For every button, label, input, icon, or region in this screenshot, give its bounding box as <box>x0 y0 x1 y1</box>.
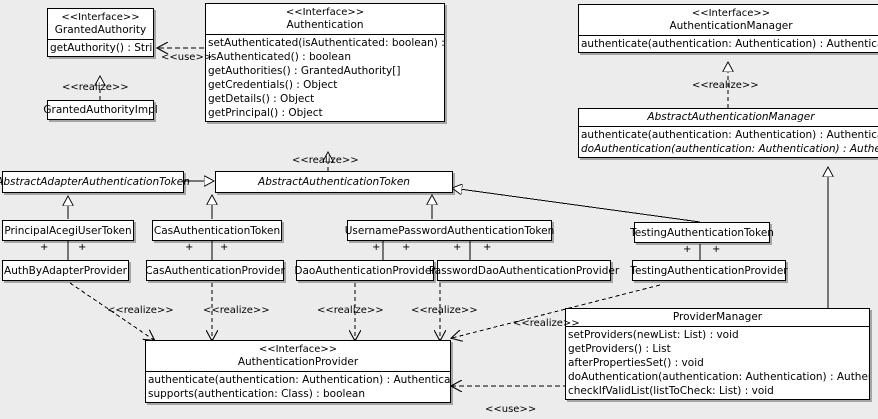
class-principal-acegi-user-token[interactable]: PrincipalAcegiUserToken <box>2 220 134 241</box>
class-header: ProviderManager <box>566 309 869 326</box>
assoc-marker-plus: + <box>78 242 87 253</box>
member: doAuthentication(authentication: Authent… <box>581 143 878 155</box>
member: authenticate(authentication: Authenticat… <box>148 374 450 386</box>
member: isAuthenticated() : boolean <box>208 51 351 63</box>
edge-label-realize-authbyadapter: <<realize>> <box>107 305 174 316</box>
class-name: CasAuthenticationToken <box>153 224 281 237</box>
class-granted-authority-impl[interactable]: GrantedAuthorityImpl <box>43 100 158 120</box>
class-cas-authentication-token[interactable]: CasAuthenticationToken <box>152 220 282 241</box>
class-cas-authentication-provider[interactable]: CasAuthenticationProvider <box>145 260 285 281</box>
class-name: AbstractAuthenticationManager <box>647 111 815 123</box>
member: setProviders(newList: List) : void <box>568 329 739 341</box>
member: getPrincipal() : Object <box>208 107 323 119</box>
class-name: PrincipalAcegiUserToken <box>4 224 132 237</box>
class-header: AbstractAuthenticationManager <box>579 109 878 126</box>
assoc-marker-plus: + <box>453 242 462 253</box>
class-name: Authentication <box>286 19 364 31</box>
stereotype-label: <<Interface>> <box>285 7 365 18</box>
class-authentication-manager[interactable]: <<Interface>> AuthenticationManager auth… <box>578 4 878 53</box>
edge-label-realize-dao: <<realize>> <box>317 305 384 316</box>
class-dao-authentication-provider[interactable]: DaoAuthenticationProvider <box>294 260 436 281</box>
divider <box>566 326 869 327</box>
member: authenticate(authentication: Authenticat… <box>581 129 878 141</box>
member: getCredentials() : Object <box>208 79 338 91</box>
divider <box>579 126 878 127</box>
stereotype-label: <<Interface>> <box>691 8 771 19</box>
member: supports(authentication: Class) : boolea… <box>148 388 365 400</box>
class-name: GrantedAuthority <box>54 24 147 36</box>
class-name: AuthByAdapterProvider <box>4 264 127 277</box>
class-testing-authentication-token[interactable]: TestingAuthenticationToken <box>630 222 774 243</box>
class-name: TestingAuthenticationProvider <box>630 264 788 277</box>
member-list: setProviders(newList: List) : void getPr… <box>566 327 869 399</box>
class-name: AuthenticationProvider <box>237 356 359 368</box>
assoc-marker-plus: + <box>40 242 49 253</box>
class-name: UsernamePasswordAuthenticationToken <box>344 224 555 237</box>
class-name: GrantedAuthorityImpl <box>43 104 158 116</box>
edge-label-realize-abstractauthenticationtoken: <<realize>> <box>292 155 359 166</box>
member-list: authenticate(authentication: Authenticat… <box>146 372 450 402</box>
edge-label-realize-grantedauthorityimpl: <<realize>> <box>62 82 129 93</box>
class-header: <<Interface>> AuthenticationManager <box>579 5 878 35</box>
class-name: AbstractAdapterAuthenticationToken <box>0 176 190 188</box>
class-name: ProviderManager <box>672 311 763 323</box>
class-name: DaoAuthenticationProvider <box>294 264 436 277</box>
edge-realize-authbyadapterprovider <box>69 282 154 340</box>
class-header: <<Interface>> GrantedAuthority <box>48 9 153 39</box>
member: authenticate(authentication: Authenticat… <box>581 38 878 50</box>
divider <box>579 35 878 36</box>
member-list: authenticate(authentication: Authenticat… <box>579 36 878 52</box>
class-auth-by-adapter-provider[interactable]: AuthByAdapterProvider <box>2 260 129 281</box>
member-list: getAuthority() : String <box>48 40 153 56</box>
divider <box>206 34 444 35</box>
class-abstract-authentication-token[interactable]: AbstractAuthenticationToken <box>215 171 453 193</box>
divider <box>146 371 450 372</box>
class-name: PasswordDaoAuthenticationProvider <box>428 264 620 277</box>
class-name: TestingAuthenticationToken <box>630 226 774 239</box>
assoc-marker-plus: + <box>712 244 721 255</box>
class-abstract-authentication-manager[interactable]: AbstractAuthenticationManager authentica… <box>578 108 878 158</box>
member: afterPropertiesSet() : void <box>568 357 704 369</box>
class-authentication[interactable]: <<Interface>> Authentication setAuthenti… <box>205 3 445 122</box>
stereotype-label: <<Interface>> <box>258 344 338 355</box>
member: getAuthorities() : GrantedAuthority[] <box>208 65 401 77</box>
member: getProviders() : List <box>568 343 671 355</box>
member: setAuthenticated(isAuthenticated: boolea… <box>208 37 444 49</box>
class-password-dao-authentication-provider[interactable]: PasswordDaoAuthenticationProvider <box>429 260 619 281</box>
member: getDetails() : Object <box>208 93 315 105</box>
member: getAuthority() : String <box>50 42 153 54</box>
edge-label-use-authentication-grantedauthority: <<use>> <box>161 52 213 63</box>
class-name: AbstractAuthenticationToken <box>258 176 410 188</box>
edge-label-realize-cas: <<realize>> <box>203 305 270 316</box>
class-username-password-authentication-token[interactable]: UsernamePasswordAuthenticationToken <box>345 220 554 241</box>
assoc-marker-plus: + <box>220 242 229 253</box>
edge-label-realize-testing: <<realize>> <box>513 318 580 329</box>
class-name: CasAuthenticationProvider <box>145 264 285 277</box>
class-abstract-adapter-authentication-token[interactable]: AbstractAdapterAuthenticationToken <box>0 171 190 193</box>
assoc-marker-plus: + <box>483 242 492 253</box>
member: checkIfValidList(listToCheck: List) : vo… <box>568 385 774 397</box>
class-granted-authority[interactable]: <<Interface>> GrantedAuthority getAuthor… <box>47 8 154 57</box>
class-header: <<Interface>> Authentication <box>206 4 444 34</box>
class-name: AuthenticationManager <box>669 20 793 32</box>
class-provider-manager[interactable]: ProviderManager setProviders(newList: Li… <box>565 308 870 400</box>
assoc-marker-plus: + <box>683 244 692 255</box>
class-authentication-provider[interactable]: <<Interface>> AuthenticationProvider aut… <box>145 340 451 403</box>
member-list: authenticate(authentication: Authenticat… <box>579 127 878 157</box>
divider <box>48 39 153 40</box>
edge-label-use-providermanager-authenticationprovider: <<use>> <box>485 404 537 415</box>
edge-generalize-testingauthenticationtoken <box>452 188 701 223</box>
edge-label-realize-passworddao: <<realize>> <box>411 305 478 316</box>
assoc-marker-plus: + <box>402 242 411 253</box>
class-header: <<Interface>> AuthenticationProvider <box>146 341 450 371</box>
member: doAuthentication(authentication: Authent… <box>568 371 869 383</box>
stereotype-label: <<Interface>> <box>61 12 140 23</box>
assoc-marker-plus: + <box>185 242 194 253</box>
edge-realize-testingauthenticationprovider <box>452 284 661 338</box>
member-list: setAuthenticated(isAuthenticated: boolea… <box>206 35 444 121</box>
class-testing-authentication-provider[interactable]: TestingAuthenticationProvider <box>630 260 788 281</box>
assoc-marker-plus: + <box>372 242 381 253</box>
edge-label-realize-abstractauthenticationmanager: <<realize>> <box>692 80 759 91</box>
